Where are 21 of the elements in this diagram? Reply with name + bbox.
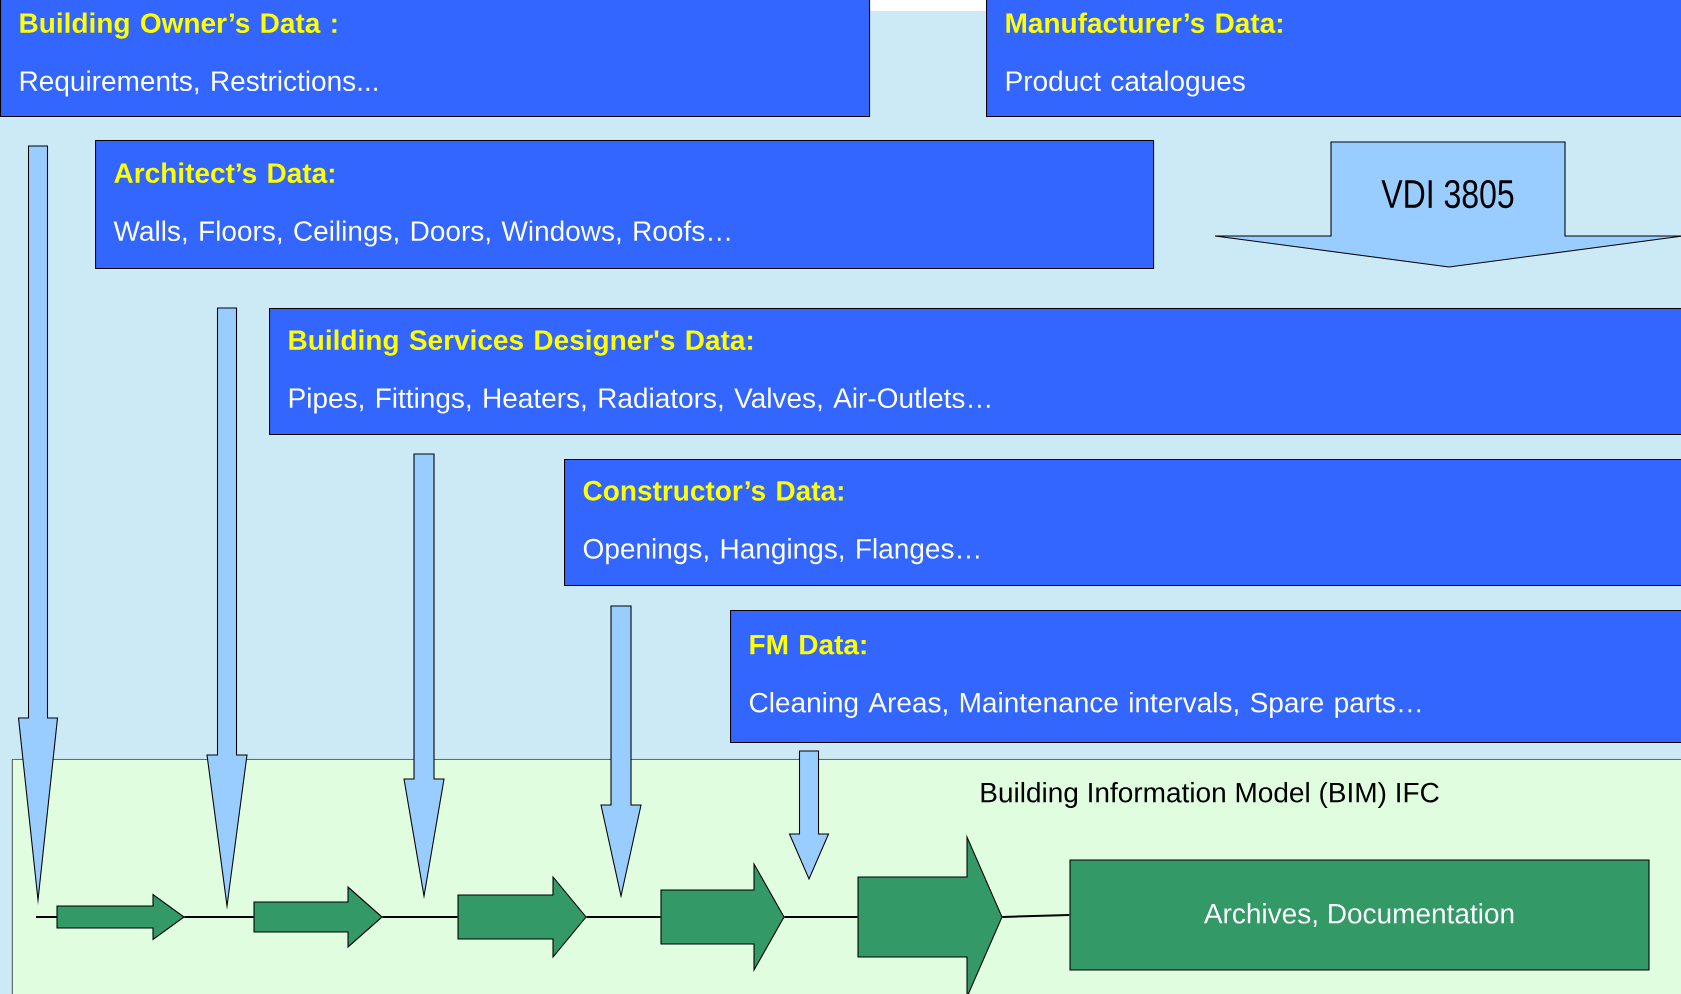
connector-line xyxy=(585,916,662,918)
connector-line xyxy=(783,916,859,918)
block-arrow xyxy=(403,453,445,900)
process-box: Archives, Documentation xyxy=(1069,859,1650,971)
data-box: Manufacturer’s Data: Product catalogues xyxy=(986,0,1681,118)
connector-line xyxy=(183,916,255,918)
data-box: Building Services Designer's Data: Pipes, Fittings, Heaters, Radiators, Valves, Air-Outlets… xyxy=(269,308,1681,436)
edge-label: VDI 3805 xyxy=(1381,179,1514,209)
block-arrow xyxy=(857,834,1003,994)
block-arrow xyxy=(788,750,830,881)
block-arrow xyxy=(56,893,185,941)
data-box: FM Data: Cleaning Areas, Maintenance intervals, Spare parts… xyxy=(730,610,1681,744)
data-box: Architect’s Data: Walls, Floors, Ceilings, Doors, Windows, Roofs… xyxy=(95,140,1155,270)
data-box: Constructor’s Data: Openings, Hangings, Flanges… xyxy=(564,459,1681,587)
data-box: Building Owner’s Data : Requirements, Restrictions... xyxy=(0,0,871,118)
connector-line xyxy=(1001,914,1071,918)
connector-line xyxy=(381,916,459,918)
block-arrow xyxy=(660,861,785,973)
block-arrow xyxy=(253,885,383,949)
block-arrow xyxy=(600,605,642,899)
block-arrow xyxy=(457,875,587,959)
